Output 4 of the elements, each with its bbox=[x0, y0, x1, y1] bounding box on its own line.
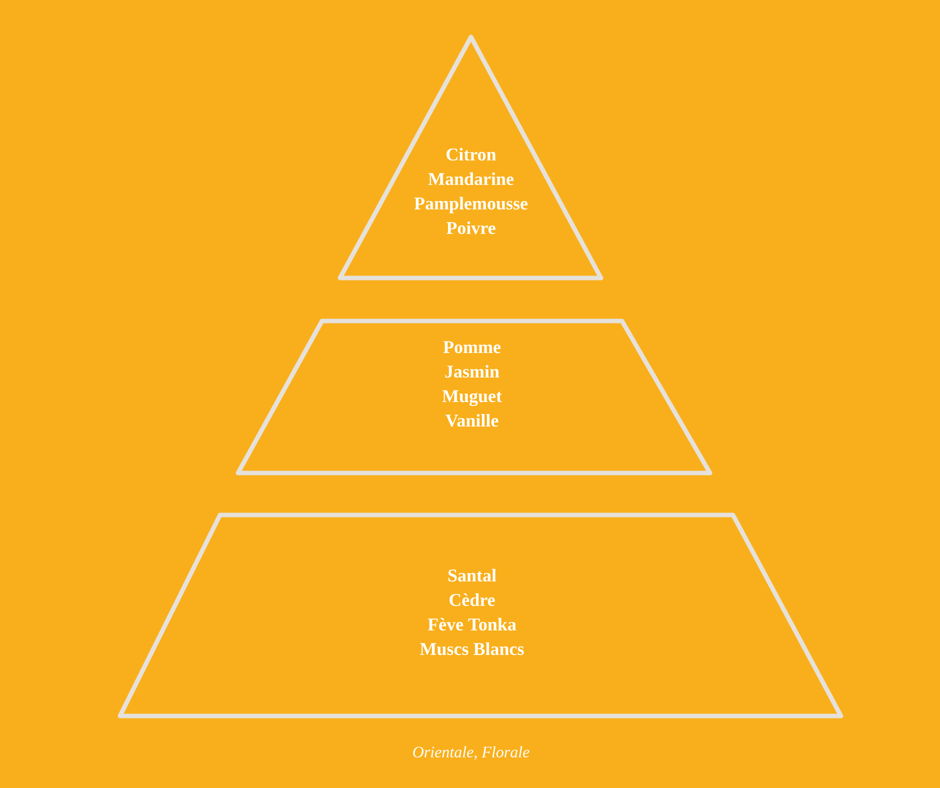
trapezoid: Santal Cèdre Fève Tonka Muscs Blancs bbox=[118, 512, 844, 718]
caption: Orientale, Florale bbox=[413, 746, 530, 760]
triangle: Citron Mandarine Pamplemousse Poivre bbox=[338, 34, 604, 280]
trapezoid: Pomme Jasmin Muguet Vanille bbox=[236, 318, 712, 476]
